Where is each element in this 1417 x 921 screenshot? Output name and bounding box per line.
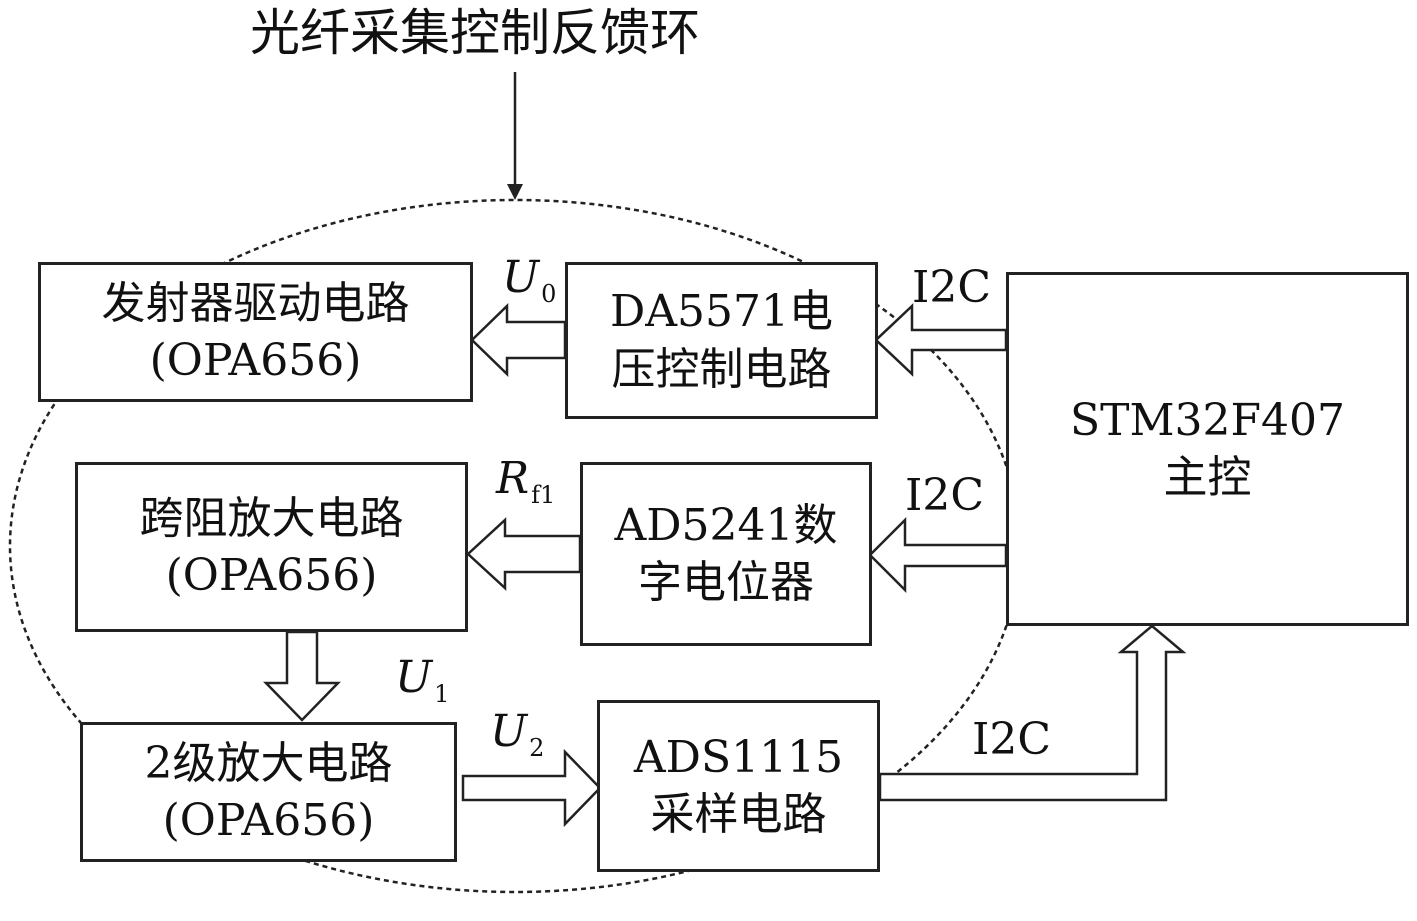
second-stage-amp-block: 2级放大电路 (OPA656) — [80, 722, 457, 862]
title-pointer-arrowhead — [507, 184, 523, 200]
u0-label: U0 — [502, 256, 557, 308]
rf1-label-sub: f1 — [531, 481, 556, 509]
i2c-pot-label: I2C — [905, 470, 985, 521]
digipot-line1: AD5241数 — [614, 499, 838, 551]
i2c-adc-label: I2C — [972, 714, 1052, 765]
i2c-dac-arrow — [874, 303, 1008, 377]
i2c-dac-label: I2C — [912, 262, 992, 313]
u1-label-base: U — [395, 652, 433, 703]
mcu-line2: 主控 — [1163, 452, 1252, 503]
u0-label-sub: 0 — [541, 280, 557, 308]
u0-label-base: U — [502, 252, 540, 303]
transimpedance-amp-block: 跨阻放大电路 (OPA656) — [75, 462, 468, 632]
u1-label-sub: 1 — [434, 680, 450, 708]
tia-line1: 跨阻放大电路 — [139, 492, 404, 544]
dac-voltage-control-block: DA5571电 压控制电路 — [565, 262, 878, 419]
adc-line1: ADS1115 — [633, 731, 844, 783]
rf1-arrow — [466, 517, 582, 591]
transmitter-driver-line1: 发射器驱动电路 — [101, 277, 410, 329]
amp2-line2: (OPA656) — [162, 795, 375, 846]
i2c-pot-arrow — [868, 516, 1008, 594]
rf1-label-base: R — [496, 453, 530, 504]
u0-arrow — [470, 303, 567, 377]
transmitter-driver-line2: (OPA656) — [149, 335, 362, 386]
i2c-adc-arrow — [878, 624, 1187, 802]
digital-potentiometer-block: AD5241数 字电位器 — [580, 462, 872, 646]
amp2-line1: 2级放大电路 — [144, 737, 393, 789]
dac-line2: 压控制电路 — [611, 343, 832, 395]
adc-line2: 采样电路 — [650, 789, 827, 840]
dac-line1: DA5571电 — [609, 286, 834, 338]
rf1-label: Rf1 — [496, 457, 556, 509]
u2-label-base: U — [490, 706, 528, 757]
digipot-line2: 字电位器 — [638, 557, 814, 608]
transmitter-driver-block: 发射器驱动电路 (OPA656) — [38, 262, 473, 402]
adc-sampling-block: ADS1115 采样电路 — [597, 700, 880, 872]
u2-label-sub: 2 — [529, 734, 545, 762]
u2-label: U2 — [490, 710, 545, 762]
diagram-title: 光纤采集控制反馈环 — [250, 4, 700, 62]
tia-line2: (OPA656) — [165, 550, 378, 601]
u1-arrow — [263, 630, 341, 722]
u2-arrow — [461, 748, 602, 828]
mcu-block: STM32F407 主控 — [1006, 272, 1409, 626]
u1-label: U1 — [395, 656, 450, 708]
mcu-line1: STM32F407 — [1069, 394, 1346, 446]
